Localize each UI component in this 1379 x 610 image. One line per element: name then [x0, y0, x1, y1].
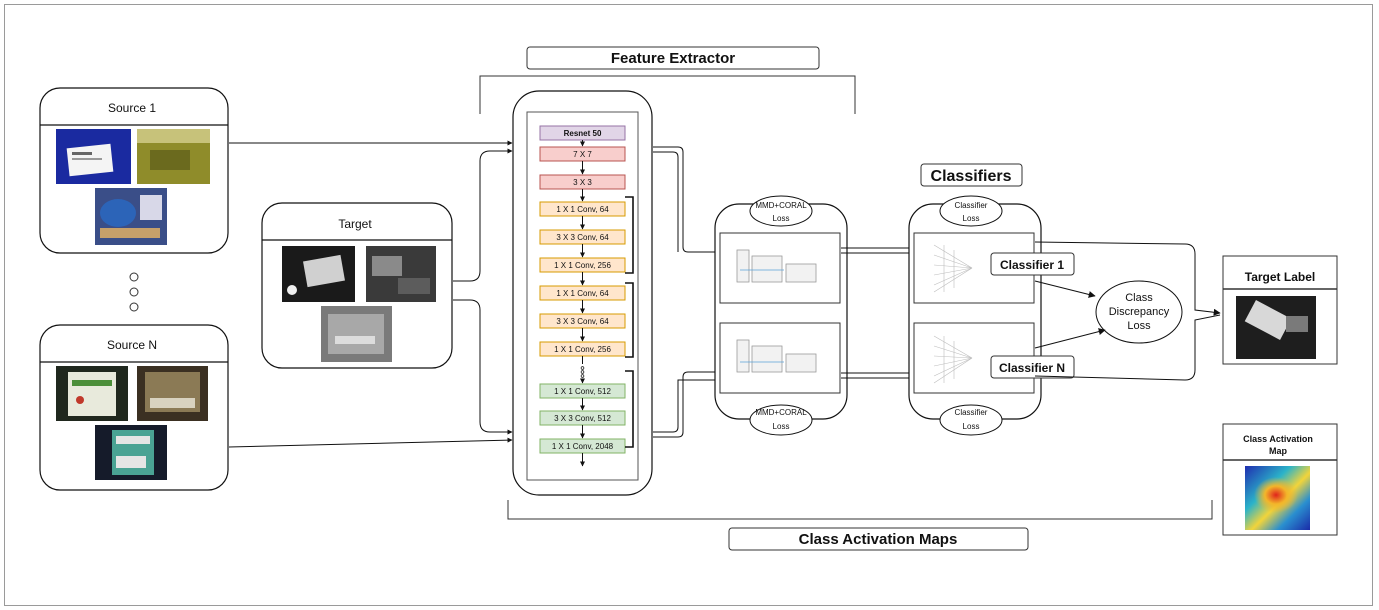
- layer-label: 3 X 3: [573, 178, 592, 187]
- class-activation-maps-title: Class Activation Maps: [728, 527, 1029, 551]
- mmd-feature-illustration-bottom: [736, 339, 817, 373]
- source-n-panel: Source N: [39, 324, 229, 491]
- classifier-to-outputs-arrows: [1034, 241, 1221, 381]
- layer-block: 7 X 7: [539, 146, 626, 162]
- ellipsis-dot: [580, 370, 585, 374]
- resnet-layer-stack: Resnet 50 7 X 7 3 X 3 1 X 1 Conv, 64 3 X 3 C…: [539, 125, 626, 467]
- layer-block: 1 X 1 Conv, 2048: [539, 438, 626, 454]
- classifier-loss-bottom-line1: Classifier: [955, 408, 988, 417]
- mmd-to-classifier-arrows: [841, 245, 915, 381]
- class-activation-map-output: Class Activation Map: [1222, 423, 1338, 536]
- layer-block: 1 X 1 Conv, 64: [539, 285, 626, 301]
- target-image-1: [282, 246, 355, 302]
- target-image-3: [321, 306, 392, 362]
- cam-title-line2: Map: [1269, 446, 1288, 456]
- layer-block: 3 X 3: [539, 174, 626, 190]
- classifier-loss-bottom-line2: Loss: [963, 422, 980, 431]
- mmd-top-line1: MMD+CORAL: [755, 201, 807, 210]
- source-1-image-2: [137, 129, 210, 184]
- layer-block: 3 X 3 Conv, 64: [539, 313, 626, 329]
- source-1-image-3: [95, 188, 167, 245]
- layer-block: 1 X 1 Conv, 512: [539, 383, 626, 399]
- layer-label: 3 X 3 Conv, 64: [556, 233, 609, 242]
- layer-label: Resnet 50: [564, 129, 602, 138]
- source-ellipsis: [129, 272, 139, 312]
- classifier-panel: Classifier Loss Classifier Loss Classifi…: [908, 195, 1075, 436]
- target-label-image: [1236, 296, 1316, 359]
- class-activation-maps-label: Class Activation Maps: [799, 531, 958, 548]
- mmd-bottom-line1: MMD+CORAL: [755, 408, 807, 417]
- layer-label: 1 X 1 Conv, 256: [554, 261, 611, 270]
- layer-block: 3 X 3 Conv, 512: [539, 410, 626, 426]
- ellipsis-dot: [580, 374, 585, 378]
- target-label: Target: [338, 217, 372, 231]
- layer-label: 1 X 1 Conv, 2048: [552, 442, 614, 451]
- source-n-image-1: [56, 366, 128, 421]
- feature-extractor-title: Feature Extractor: [526, 46, 820, 70]
- source-1-panel: Source 1: [39, 87, 229, 254]
- target-label-title: Target Label: [1245, 270, 1315, 284]
- source-n-image-3: [95, 425, 167, 480]
- cam-title-line1: Class Activation: [1243, 434, 1313, 444]
- target-image-2: [366, 246, 436, 302]
- classifiers-title: Classifiers: [920, 163, 1023, 187]
- class-discrepancy-loss: Class Discrepancy Loss: [1095, 280, 1183, 344]
- layer-block: 1 X 1 Conv, 256: [539, 257, 626, 273]
- layer-label: 3 X 3 Conv, 512: [554, 414, 611, 423]
- classifier-network-illustration-bottom: [933, 335, 973, 384]
- classifier-loss-top-line1: Classifier: [955, 201, 988, 210]
- cam-bracket: [507, 500, 1213, 520]
- source-1-image-1: [56, 129, 131, 184]
- layer-block: 3 X 3 Conv, 64: [539, 229, 626, 245]
- source-n-label: Source N: [107, 338, 157, 352]
- classifier-n-label: Classifier N: [999, 361, 1065, 375]
- mmd-feature-illustration-top: [736, 249, 817, 283]
- discrepancy-line1: Class: [1125, 292, 1153, 304]
- layer-block: 1 X 1 Conv, 256: [539, 341, 626, 357]
- discrepancy-line2: Discrepancy: [1109, 306, 1170, 318]
- mmd-top-line2: Loss: [773, 214, 790, 223]
- classifier-1-label: Classifier 1: [1000, 258, 1064, 272]
- layer-label: 1 X 1 Conv, 64: [556, 289, 609, 298]
- mmd-panel: MMD+CORAL Loss MMD+CORAL Loss: [714, 195, 848, 436]
- ellipsis-dot: [580, 366, 585, 370]
- source-to-extractor-arrows: [228, 140, 513, 448]
- source-n-image-2: [137, 366, 208, 421]
- target-panel: Target: [261, 202, 453, 369]
- layer-block: Resnet 50: [539, 125, 626, 141]
- target-label-output: Target Label: [1222, 255, 1338, 365]
- extractor-to-mmd-arrows: [653, 146, 725, 438]
- residual-connections: [625, 196, 634, 448]
- layer-block: 1 X 1 Conv, 64: [539, 201, 626, 217]
- layer-label: 3 X 3 Conv, 64: [556, 317, 609, 326]
- feature-extractor-bracket: [479, 75, 856, 114]
- layer-label: 1 X 1 Conv, 64: [556, 205, 609, 214]
- classifier-loss-top-line2: Loss: [963, 214, 980, 223]
- layer-label: 1 X 1 Conv, 256: [554, 345, 611, 354]
- layer-label: 7 X 7: [573, 150, 592, 159]
- outer-frame: [4, 4, 1373, 606]
- classifier-network-illustration-top: [933, 244, 973, 293]
- source-1-label: Source 1: [108, 101, 156, 115]
- layer-label: 1 X 1 Conv, 512: [554, 387, 611, 396]
- cam-heatmap-image: [1245, 466, 1310, 530]
- discrepancy-line3: Loss: [1127, 320, 1151, 332]
- mmd-bottom-line2: Loss: [773, 422, 790, 431]
- feature-extractor-label: Feature Extractor: [611, 50, 735, 67]
- classifiers-label: Classifiers: [931, 168, 1012, 185]
